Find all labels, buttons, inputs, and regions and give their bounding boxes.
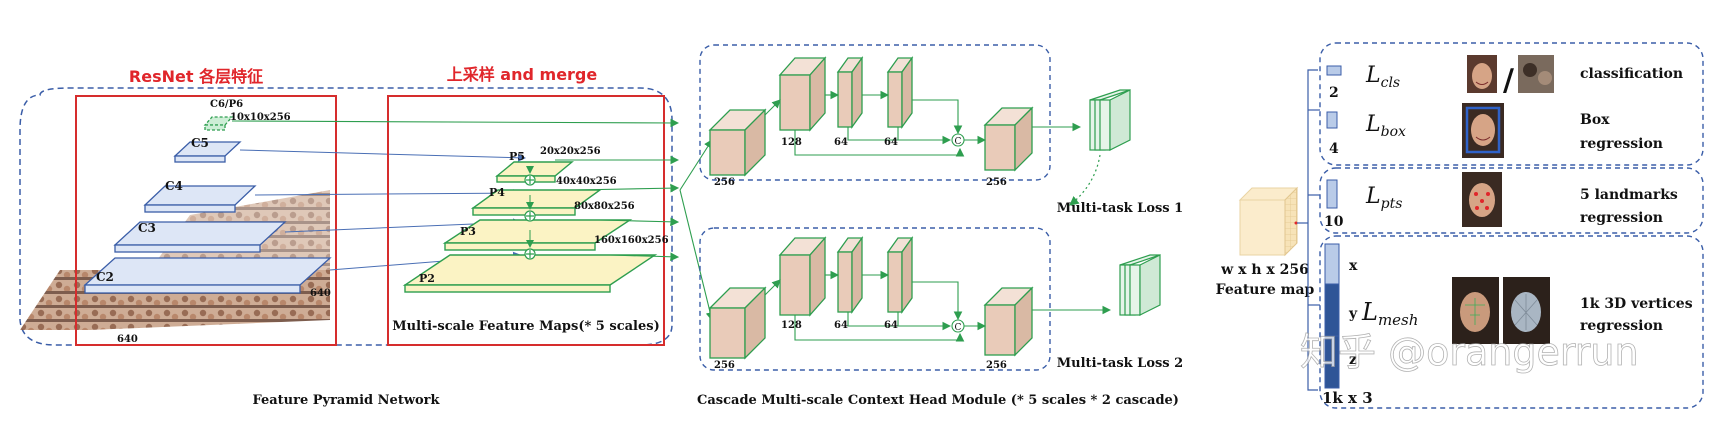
output-bracket (1307, 69, 1318, 391)
fpn-caption: Feature Pyramid Network (252, 393, 440, 408)
box-text-2: regression (1580, 136, 1663, 152)
c6-label: C6/P6 (210, 99, 243, 110)
head-section: C 256 128 64 64 256 Multi-task Loss 1 (679, 44, 1183, 408)
c4-layer (143, 185, 257, 206)
p4-label: P4 (489, 186, 505, 199)
pts-text-2: regression (1580, 210, 1663, 226)
box-vector (1326, 111, 1338, 129)
cls-text: classification (1580, 66, 1683, 82)
box-dim: 4 (1329, 141, 1339, 157)
loss1-stack (1089, 89, 1131, 151)
c5-label: C5 (191, 136, 209, 150)
loss2-label: Multi-task Loss 2 (1057, 356, 1183, 371)
pts-vector (1326, 179, 1338, 209)
feature-map-label: Feature map (1216, 282, 1315, 298)
p3-label: P3 (460, 225, 476, 238)
cls-symbol: Lcls (1365, 63, 1400, 91)
p2-label: P2 (419, 272, 435, 285)
h1-ch-128: 128 (781, 137, 802, 148)
mesh-text-1: 1k 3D vertices (1580, 296, 1693, 312)
h2-ch-128: 128 (781, 320, 802, 331)
output-section: w x h x 256 Feature map 2 Lcls / classif… (1216, 42, 1704, 409)
upsample-title: 上采样 and merge (447, 65, 598, 84)
mesh-text-2: regression (1580, 318, 1663, 334)
feature-map-size: w x h x 256 (1220, 262, 1309, 278)
h2-ch-256-in: 256 (714, 360, 735, 371)
watermark: 知乎 @orangerrun (1300, 330, 1639, 374)
pts-dim: 10 (1324, 214, 1344, 230)
mesh-symbol: Lmesh (1361, 298, 1418, 329)
h1-ch-64a: 64 (834, 137, 848, 148)
p2-size-label: 160x160x256 (594, 235, 669, 246)
multiscale-caption: Multi-scale Feature Maps(* 5 scales) (392, 319, 659, 334)
upsample-red-box (387, 95, 665, 346)
h2-ch-256-out: 256 (986, 360, 1007, 371)
h1-ch-256-out: 256 (986, 177, 1007, 188)
pts-symbol: Lpts (1365, 184, 1402, 212)
fpn-section: ResNet 各层特征 C2 C3 C4 C5 C6/P6 10x10x256 … (19, 65, 680, 408)
feature-map-cube (1238, 186, 1299, 257)
face-image-negative (1518, 55, 1554, 93)
cascade-arrow (1069, 154, 1101, 206)
cls-vector (1326, 65, 1342, 76)
height-dim-label: 640 (117, 334, 138, 345)
p4-size-label: 40x40x256 (556, 176, 617, 187)
p5-size-label: 20x20x256 (540, 146, 601, 157)
cls-box-panel (1319, 42, 1704, 166)
width-dim-label: 640 (310, 288, 331, 299)
c4-label: C4 (165, 179, 183, 193)
box-symbol: Lbox (1365, 112, 1406, 140)
c3-label: C3 (138, 221, 156, 235)
face-image-box (1462, 103, 1504, 158)
c2-layer (83, 257, 332, 286)
cls-dim: 2 (1329, 85, 1339, 101)
fpn-dashed-border (19, 87, 673, 346)
face-image-positive (1467, 55, 1497, 93)
p5-label: P5 (509, 150, 525, 163)
mesh-dim: 1k x 3 (1322, 389, 1373, 407)
head-caption: Cascade Multi-scale Context Head Module … (697, 393, 1179, 408)
mesh-vector (1324, 243, 1340, 389)
backbone-red-box (75, 95, 337, 346)
head-module-2: C 256 128 64 64 256 Multi-task Loss 2 (699, 227, 1183, 371)
fpn-output-arrows (231, 118, 680, 262)
cls-slash: / (1503, 63, 1514, 98)
h1-ch-256-in: 256 (714, 177, 735, 188)
c2-label: C2 (96, 270, 114, 284)
c6-size-label: 10x10x256 (230, 112, 291, 123)
h2-ch-64a: 64 (834, 320, 848, 331)
loss2-stack (1119, 254, 1161, 316)
p5-layer (495, 161, 574, 177)
face-image-landmarks (1462, 172, 1502, 227)
mesh-panel (1319, 235, 1704, 409)
loss1-label: Multi-task Loss 1 (1057, 201, 1183, 216)
backbone-title: ResNet 各层特征 (129, 67, 263, 86)
h1-ch-64b: 64 (884, 137, 898, 148)
c-pyramid (83, 116, 332, 294)
pts-text-1: 5 landmarks (1580, 187, 1678, 203)
h2-ch-64b: 64 (884, 320, 898, 331)
p3-size-label: 80x80x256 (574, 201, 635, 212)
landmarks-panel (1319, 167, 1704, 234)
concat-2: C (955, 323, 962, 333)
face-image-mesh (1452, 277, 1550, 344)
fanout-arrows (679, 139, 715, 322)
c6-layer (203, 116, 234, 131)
concat-1: C (955, 137, 962, 147)
mesh-axis-y: y (1348, 306, 1358, 322)
box-text-1: Box (1580, 112, 1610, 128)
mesh-axis-x: x (1349, 258, 1358, 274)
head-module-1: C 256 128 64 64 256 Multi-task Loss 1 (699, 44, 1183, 216)
merge-plus-nodes (524, 174, 536, 260)
mesh-axis-z: z (1349, 352, 1357, 368)
p-pyramid (402, 161, 658, 293)
